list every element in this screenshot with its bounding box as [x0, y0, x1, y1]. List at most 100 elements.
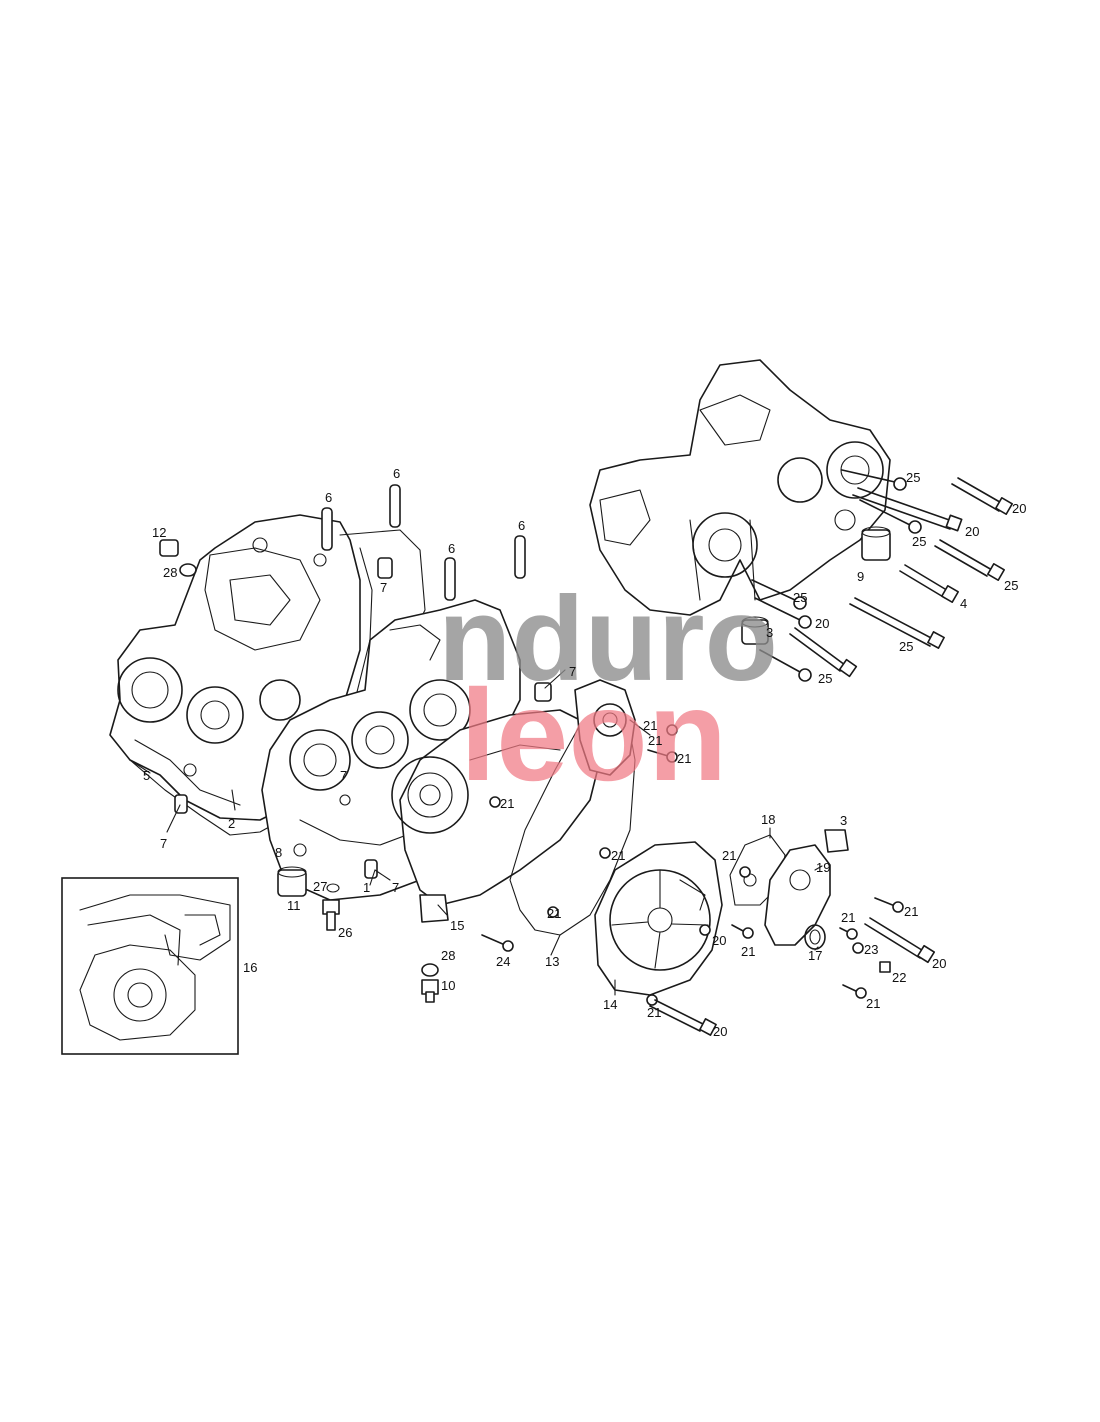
bolt-21-f [739, 866, 751, 878]
label-21-i: 21 [841, 910, 855, 925]
bolt-20-b [852, 487, 963, 532]
label-3-right: 3 [840, 813, 847, 828]
bolt-21-j [646, 994, 658, 1006]
label-22: 22 [892, 970, 906, 985]
label-14: 14 [603, 997, 617, 1012]
bolt-21-e [731, 924, 754, 939]
label-21-a: 21 [643, 718, 657, 733]
gasket-set-inset-16 [61, 877, 239, 1055]
label-21-k: 21 [647, 1005, 661, 1020]
clutch-cover-15 [391, 709, 601, 923]
label-20-d: 20 [712, 933, 726, 948]
bolt-20-a [951, 477, 1013, 515]
label-15: 15 [450, 918, 464, 933]
watermark-line1: nduro [438, 572, 778, 706]
label-21-j: 21 [866, 996, 880, 1011]
label-24: 24 [496, 954, 510, 969]
bolt-21-g [874, 897, 904, 913]
washer-23 [852, 942, 864, 954]
label-27: 27 [313, 879, 327, 894]
bolt-20-c [754, 597, 812, 629]
bolts [481, 469, 1013, 1036]
label-20-c: 20 [815, 616, 829, 631]
bolt-24 [481, 934, 514, 952]
label-8: 8 [275, 845, 282, 860]
upper-right-crankcase [589, 359, 891, 616]
small-cover [574, 679, 636, 776]
bolt-20-d [864, 917, 936, 964]
bush-3-center [741, 616, 769, 645]
label-11: 11 [287, 898, 301, 913]
label-28-a: 28 [163, 565, 177, 580]
bolt-25-e [751, 579, 807, 610]
label-25-b: 25 [912, 534, 926, 549]
label-6-b: 6 [393, 466, 400, 481]
label-25-c: 25 [1004, 578, 1018, 593]
bolt-25-g [759, 649, 812, 682]
label-18: 18 [761, 812, 775, 827]
label-20-b: 20 [965, 524, 979, 539]
leader-lines [129, 669, 823, 996]
part-3-right [824, 829, 849, 853]
label-13: 13 [545, 954, 559, 969]
label-21-c: 21 [500, 796, 514, 811]
bolt-25-f [789, 627, 858, 678]
bolt-25-c [934, 539, 1005, 581]
ring-17 [804, 924, 826, 950]
label-25-a: 25 [906, 470, 920, 485]
label-21-l: 21 [648, 733, 662, 748]
label-28-b: 28 [441, 948, 455, 963]
label-10: 10 [441, 978, 455, 993]
label-25-e: 25 [899, 639, 913, 654]
bolt-21-b [489, 796, 501, 808]
bolt-21-i [842, 984, 867, 999]
label-25-f: 25 [818, 671, 832, 686]
label-6-d: 6 [518, 518, 525, 533]
label-7-d: 7 [392, 880, 399, 895]
bolt-21-d [547, 906, 559, 918]
bolt-21-h [839, 927, 858, 940]
label-21-b: 21 [677, 751, 691, 766]
label-5: 5 [143, 768, 150, 783]
drain-plug-10 [421, 963, 439, 1003]
label-17: 17 [808, 948, 822, 963]
label-1: 1 [363, 880, 370, 895]
label-6-a: 6 [325, 490, 332, 505]
label-6-c: 6 [448, 541, 455, 556]
bolt-21-c [599, 847, 611, 859]
label-9: 9 [857, 569, 864, 584]
bolt-25-b [859, 499, 922, 534]
nut-22 [879, 961, 891, 973]
label-23: 23 [864, 942, 878, 957]
label-21-f: 21 [722, 848, 736, 863]
label-16: 16 [243, 960, 257, 975]
label-12: 12 [152, 525, 166, 540]
label-7-b: 7 [380, 580, 387, 595]
ignition-cover-14 [594, 841, 723, 996]
center-crankcase-half [261, 599, 521, 901]
label-7-c: 7 [569, 664, 576, 679]
label-20-f: 20 [713, 1024, 727, 1039]
label-21-g: 21 [741, 944, 755, 959]
bolt-20-e [649, 999, 717, 1036]
label-26: 26 [338, 925, 352, 940]
bolt-21-a [647, 749, 678, 763]
label-3-center: 3 [766, 625, 773, 640]
part-number-labels: 1 2 3 3 4 5 6 6 6 6 7 7 7 7 7 8 9 10 11 … [143, 466, 1026, 1039]
label-2: 2 [228, 816, 235, 831]
label-25-d: 25 [793, 590, 807, 605]
bolt-20-f [699, 924, 711, 936]
bolt-25-a [841, 469, 907, 491]
bolt-4 [899, 564, 959, 603]
label-20-a: 20 [1012, 501, 1026, 516]
screw-26 [322, 883, 340, 931]
bush-11 [277, 866, 307, 897]
label-20-e: 20 [932, 956, 946, 971]
bolt-21-k [666, 724, 678, 736]
watermark-line2: leon [460, 662, 727, 808]
label-21-e: 21 [547, 906, 561, 921]
bolt-25-d [849, 597, 945, 649]
plug-12 [159, 539, 197, 577]
label-4: 4 [960, 596, 967, 611]
